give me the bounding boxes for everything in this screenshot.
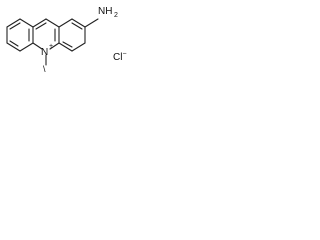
left-ring: [6, 18, 34, 52]
ring-nitrogen-label: N: [41, 47, 48, 58]
center-ring: [32, 18, 60, 50]
chloride-label: Cl: [113, 52, 123, 63]
chloride-charge: −: [122, 50, 127, 58]
ring-nitrogen-charge: +: [49, 43, 53, 50]
amino-bond: [84, 18, 99, 28]
acridinium-structure: N + \ NH 2 Cl−: [0, 0, 144, 74]
right-ring: [58, 18, 86, 52]
amino-subscript: 2: [114, 12, 118, 19]
amino-label: NH: [98, 6, 112, 17]
methyl-label: \: [43, 64, 46, 74]
structure-svg: N + \ NH 2: [6, 6, 118, 74]
chloride-counterion: Cl−: [113, 50, 127, 63]
